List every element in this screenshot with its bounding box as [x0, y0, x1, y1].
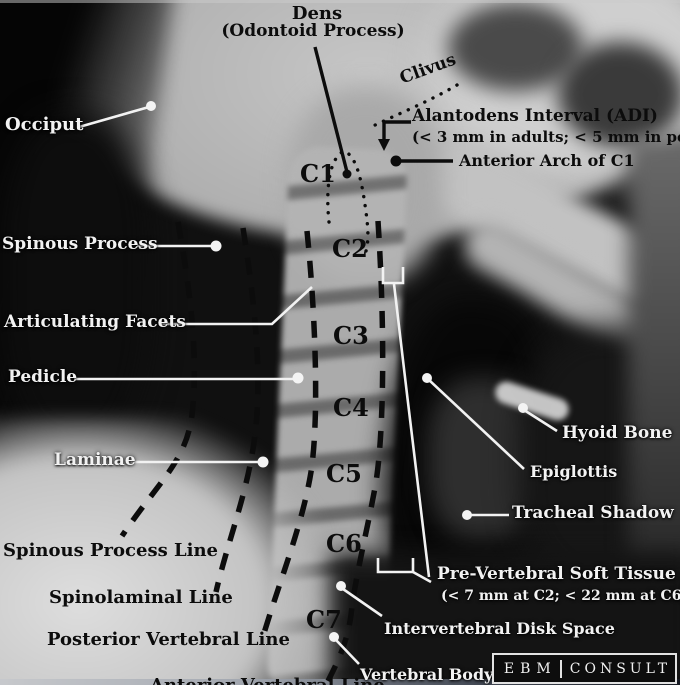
label-spinous-process-line: Spinous Process Line: [3, 540, 219, 561]
occiput-pointer-line: [78, 105, 150, 129]
adi-arrowhead: [378, 139, 390, 151]
tracheal-shadow-dot: [462, 510, 472, 520]
label-occiput: Occiput: [5, 114, 84, 135]
dens-pointer-dot: [342, 169, 352, 179]
label-prevertebral-soft-tissue: Pre-Vertebral Soft Tissue: [437, 564, 676, 584]
logo-divider: [559, 659, 562, 678]
label-epiglottis: Epiglottis: [530, 462, 618, 481]
dens-pointer-line: [313, 46, 349, 173]
spinous-process-line-dashed: [119, 221, 198, 538]
logo-consult-text: CONSULT: [569, 660, 672, 677]
label-pedicle: Pedicle: [8, 367, 78, 387]
vertebra-label-c5: C5: [326, 459, 362, 488]
vertebral-body-dot: [329, 632, 339, 642]
posterior-vertebral-line-dashed: [259, 230, 319, 641]
label-hyoid-bone: Hyoid Bone: [562, 423, 673, 443]
adi-elbow-line: [382, 120, 411, 141]
label-posterior-vertebral-line: Posterior Vertebral Line: [47, 629, 290, 650]
dens-dotted-outline: [326, 149, 370, 253]
spinolaminal-line-dashed: [213, 227, 261, 593]
label-anterior-arch-c1: Anterior Arch of C1: [459, 151, 635, 170]
articulating-facets-pointer-line: [160, 286, 313, 326]
epiglottis-pointer-line: [428, 379, 525, 470]
disk-space-dot: [336, 581, 346, 591]
laminae-dot: [257, 456, 269, 468]
vertebra-label-c6: C6: [326, 529, 362, 558]
vertebra-label-c7: C7: [306, 605, 342, 634]
label-laminae: Laminae: [54, 450, 136, 470]
label-adi: Alantodens Interval (ADI): [412, 106, 658, 126]
label-spinous-process: Spinous Process: [2, 234, 158, 254]
label-prevertebral-values: (< 7 mm at C2; < 22 mm at C6): [441, 588, 680, 604]
epiglottis-dot: [422, 373, 432, 383]
prevertebral-bracket-c6: [376, 558, 415, 574]
logo-ebm-text: EBM: [503, 660, 557, 677]
vertebra-label-c1: C1: [300, 159, 336, 188]
vertebral-body-pointer-line: [335, 639, 360, 665]
spinous-process-dot: [210, 240, 222, 252]
label-dens: Dens: [291, 3, 343, 24]
vertebra-label-c3: C3: [333, 321, 369, 350]
prevertebral-long-line: [392, 283, 431, 578]
label-articulating-facets: Articulating Facets: [4, 312, 186, 332]
label-tracheal-shadow: Tracheal Shadow: [512, 503, 674, 523]
label-odontoid-process: (Odontoid Process): [221, 21, 405, 41]
label-anterior-vertebral-line-cutoff: Anterior Vertebral Line: [150, 675, 385, 685]
prevertebral-bracket-c2: [381, 267, 405, 285]
anterior-vertebral-line-dashed: [323, 220, 386, 685]
label-adi-values: (< 3 mm in adults; < 5 mm in peds): [412, 128, 680, 146]
ebm-consult-logo: EBM CONSULT: [492, 653, 677, 684]
pedicle-dot: [292, 372, 304, 384]
anterior-arch-dot: [390, 155, 402, 167]
label-spinolaminal-line: Spinolaminal Line: [49, 587, 233, 608]
prevertebral-pointer-v: [412, 570, 432, 584]
disk-space-pointer-line: [342, 587, 383, 618]
label-intervertebral-disk-space: Intervertebral Disk Space: [384, 619, 615, 638]
label-vertebral-body: Vertebral Body: [360, 665, 494, 684]
vertebra-label-c4: C4: [333, 393, 369, 422]
vertebra-label-c2: C2: [332, 234, 368, 263]
clivus-dotted-line: [369, 83, 459, 129]
hyoid-pointer-line: [523, 408, 558, 433]
hyoid-dot: [518, 403, 528, 413]
occiput-dot: [146, 101, 156, 111]
